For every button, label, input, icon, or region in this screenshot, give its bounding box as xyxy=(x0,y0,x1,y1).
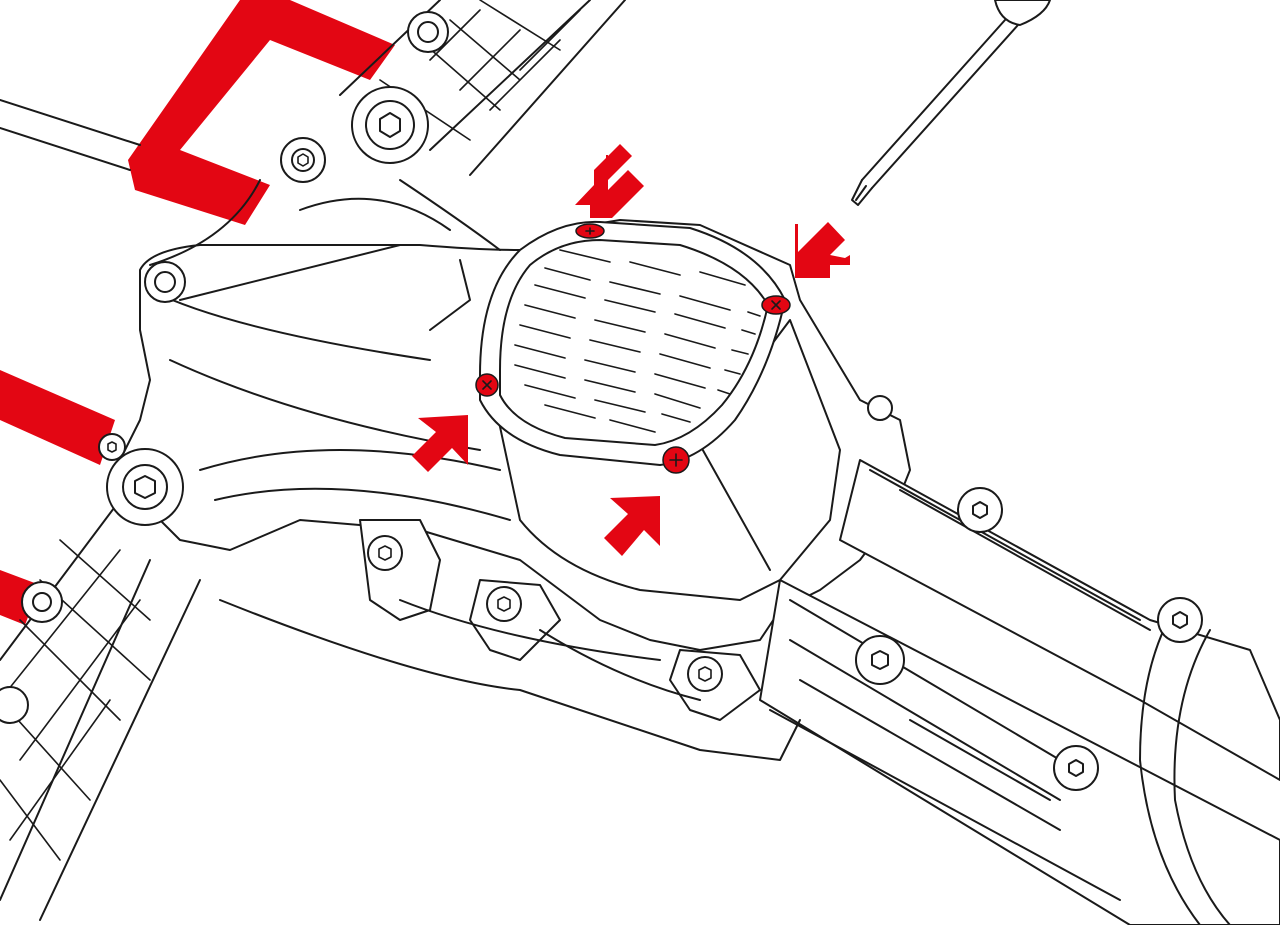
hex-bolt-icon xyxy=(106,448,184,526)
phillips-screw-icon xyxy=(575,223,605,239)
bolts xyxy=(98,86,1203,791)
hex-bolt-icon xyxy=(486,586,522,622)
hex-bolt-icon xyxy=(367,535,403,571)
screws xyxy=(475,223,791,474)
hex-bolt-icon xyxy=(1053,745,1099,791)
phillips-screwdriver-icon xyxy=(851,0,1051,206)
arrow-down-left-icon xyxy=(795,222,850,278)
hex-bolt-icon xyxy=(98,433,126,461)
hex-bolt-icon xyxy=(687,656,723,692)
hex-bolt-icon xyxy=(957,487,1003,533)
red-tube-upper xyxy=(128,0,395,225)
phillips-screw-icon xyxy=(662,446,690,474)
arrow-up-right-icon xyxy=(604,496,660,556)
arrow-up-right-icon xyxy=(412,415,468,472)
cover-vent-grille xyxy=(514,249,761,433)
hex-bolt-icon xyxy=(1157,597,1203,643)
hex-bolt-icon xyxy=(280,137,326,183)
phillips-screw-icon xyxy=(475,373,499,397)
antenna-rod xyxy=(0,99,141,171)
hex-bolt-icon xyxy=(855,635,905,685)
phillips-screw-icon xyxy=(761,295,791,315)
hex-bolt-icon xyxy=(351,86,429,164)
lattice-arm-upper xyxy=(339,0,626,176)
hex-bolt-icon xyxy=(867,395,893,421)
red-tube-middle xyxy=(0,370,115,465)
indicator-arrows xyxy=(412,144,850,556)
lattice-arm-lower xyxy=(0,499,201,921)
arrow-down-right-icon xyxy=(575,144,644,218)
